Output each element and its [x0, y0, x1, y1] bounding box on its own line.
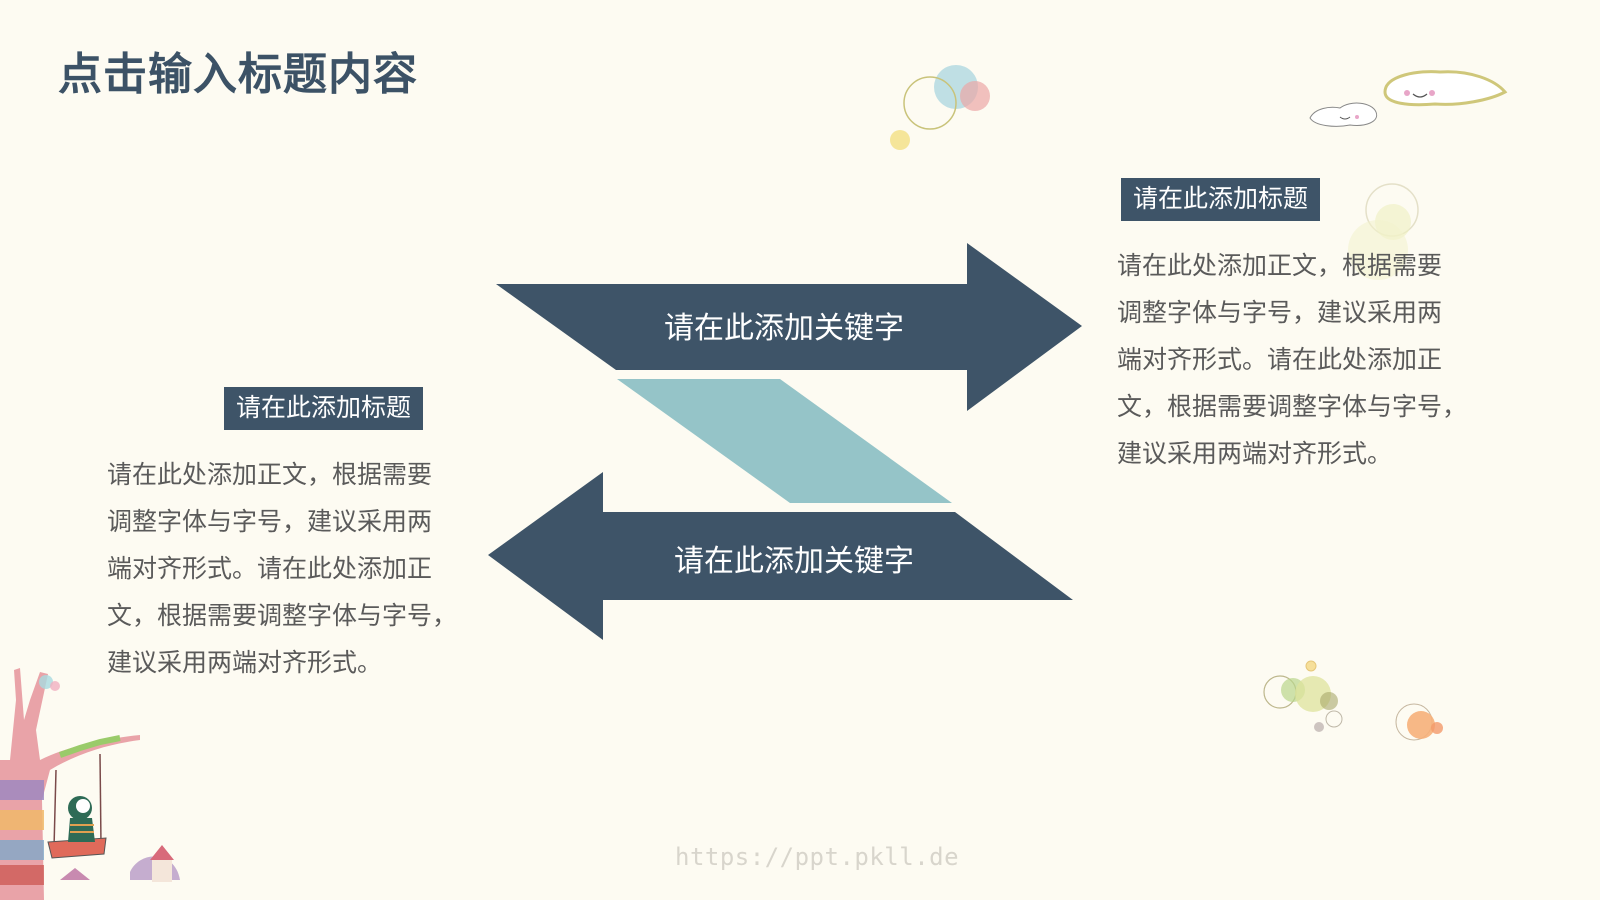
- left-body-line: 建议采用两端对齐形式。: [107, 648, 383, 677]
- right-arrow-shape: [496, 243, 1082, 411]
- tree-swing-illustration: [0, 668, 180, 900]
- page-title: 点击输入标题内容: [58, 49, 418, 100]
- left-body-line: 调整字体与字号，建议采用两: [107, 507, 433, 536]
- left-arrow-label[interactable]: 请在此添加关键字: [674, 544, 914, 579]
- left-heading-badge[interactable]: 请在此添加标题: [224, 387, 424, 430]
- top-bubbles-icon: [890, 65, 990, 150]
- left-body-text[interactable]: 请在此处添加正文，根据需要 调整字体与字号，建议采用两 端对齐形式。请在此处添加…: [107, 451, 477, 686]
- right-heading-badge[interactable]: 请在此添加标题: [1121, 178, 1321, 221]
- watermark-url: https://ppt.pkll.de: [675, 843, 960, 871]
- right-body-line: 建议采用两端对齐形式。: [1117, 439, 1393, 468]
- right-body-text[interactable]: 请在此处添加正文，根据需要 调整字体与字号，建议采用两 端对齐形式。请在此处添加…: [1117, 242, 1487, 477]
- right-body-line: 调整字体与字号，建议采用两: [1117, 298, 1443, 327]
- left-body-line: 端对齐形式。请在此处添加正: [107, 554, 433, 583]
- left-arrow-shape: [488, 472, 1073, 640]
- bottom-right-bubbles-icon: [1263, 660, 1443, 741]
- right-arrow-label[interactable]: 请在此添加关键字: [664, 311, 904, 346]
- right-body-line: 文，根据需要调整字体与字号，: [1117, 392, 1468, 421]
- faint-bubbles-icon: [1348, 183, 1419, 280]
- right-body-line: 端对齐形式。请在此处添加正: [1117, 345, 1443, 374]
- smiling-clouds-icon: [1309, 70, 1508, 127]
- left-body-line: 文，根据需要调整字体与字号，: [107, 601, 458, 630]
- left-body-line: 请在此处添加正文，根据需要: [107, 460, 433, 489]
- teal-parallelogram: [617, 379, 952, 503]
- right-body-line: 请在此处添加正文，根据需要: [1117, 251, 1443, 280]
